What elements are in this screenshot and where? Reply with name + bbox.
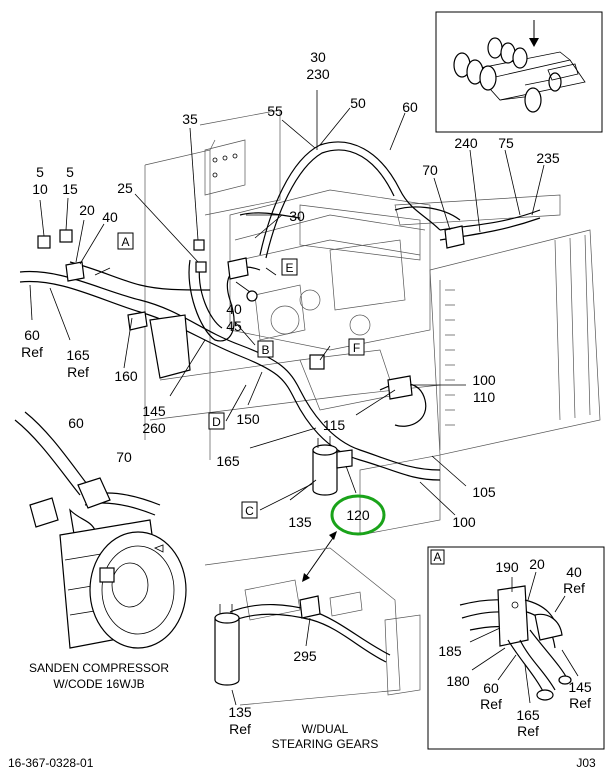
callout-60-ref-suffix: Ref — [21, 344, 43, 360]
callout-40: 40 — [102, 209, 118, 225]
callout-105: 105 — [472, 484, 496, 500]
hose-165 — [19, 280, 441, 481]
inset-frame — [435, 11, 603, 133]
callout-235: 235 — [536, 150, 560, 166]
view-marker-e: E — [285, 261, 293, 275]
receiver-drier-135 — [312, 449, 338, 496]
callout-30-mid: 30 — [289, 208, 305, 224]
view-link-arrow — [302, 531, 337, 582]
dual-steering-caption-line2: STEARING GEARS — [272, 737, 379, 751]
callout-165: 165 — [216, 453, 240, 469]
inset-truck-drawing — [453, 20, 586, 113]
view-marker-c: C — [245, 504, 254, 518]
callout-50: 50 — [350, 95, 366, 111]
inset-truck-view — [435, 11, 603, 133]
hose-60-top — [259, 141, 441, 256]
detail-a-callout-185: 185 — [438, 643, 462, 659]
detail-a-callout-190: 190 — [495, 559, 519, 575]
hose-60 — [19, 270, 441, 471]
callout-70: 70 — [422, 162, 438, 178]
callout-25: 25 — [117, 180, 133, 196]
sheet-code: J03 — [576, 756, 596, 770]
detail-a-tag-letter: A — [433, 550, 441, 564]
detail-a-tag — [430, 549, 445, 565]
engine-assembly — [144, 109, 601, 536]
callout-150: 150 — [236, 411, 260, 427]
fitting-5-15 — [59, 229, 73, 243]
callout-160: 160 — [114, 368, 138, 384]
detail-a-labels: 190 20 40 Ref 185 180 60 Ref 165 Ref 145… — [438, 556, 592, 739]
detail-a-callout-40-ref: Ref — [563, 580, 585, 596]
callout-55: 55 — [267, 103, 283, 119]
view-marker-f: F — [353, 341, 360, 355]
callout-135-ref: 135 — [228, 704, 252, 720]
detail-a-callout-145: 145 — [568, 679, 592, 695]
callout-295: 295 — [293, 648, 317, 664]
clamp-20 — [65, 261, 85, 282]
document-number: 16-367-0328-01 — [8, 756, 94, 770]
callout-110: 110 — [473, 389, 496, 405]
callout-135-ref-suffix: Ref — [229, 721, 251, 737]
hose-lines — [19, 141, 541, 481]
view-marker-a: A — [121, 235, 129, 249]
callout-35: 35 — [182, 111, 198, 127]
receiver-drier-135-ref — [214, 617, 240, 686]
bracket-120 — [336, 449, 353, 469]
callout-labels: 30 230 55 50 60 35 5 10 5 15 20 40 25 30… — [21, 49, 560, 737]
leader-lines — [29, 90, 545, 516]
view-marker-b: B — [261, 343, 269, 357]
callout-15: 15 — [62, 181, 78, 197]
detail-a-drawing — [459, 585, 572, 701]
dual-steering-view — [204, 547, 421, 706]
callout-60-left: 60 — [68, 415, 84, 431]
callout-165-ref-suffix: Ref — [67, 364, 89, 380]
detail-a-callout-20: 20 — [529, 556, 545, 572]
detail-a-view: A — [427, 546, 605, 750]
callout-135: 135 — [288, 514, 312, 530]
detail-a-frame — [427, 546, 605, 750]
highlight-circle-120 — [330, 494, 386, 536]
callout-60-top: 60 — [402, 99, 418, 115]
callout-30: 30 — [310, 49, 326, 65]
sanden-compressor — [14, 411, 187, 649]
callout-70-left: 70 — [116, 449, 132, 465]
callout-120: 120 — [346, 507, 370, 523]
detail-a-callout-60-ref: Ref — [480, 696, 502, 712]
detail-a-callout-60: 60 — [483, 680, 499, 696]
callout-5-b: 5 — [66, 164, 74, 180]
callout-40-b: 40 — [226, 301, 242, 317]
fittings — [37, 225, 465, 496]
detail-a-callout-165: 165 — [516, 707, 540, 723]
callout-75: 75 — [498, 135, 514, 151]
view-markers: A E B F D C — [117, 232, 365, 519]
callout-240: 240 — [454, 135, 478, 151]
captions: SANDEN COMPRESSOR W/CODE 16WJB W/DUAL ST… — [8, 661, 596, 770]
compressor-caption-line2: W/CODE 16WJB — [53, 677, 144, 691]
callout-100: 100 — [472, 372, 496, 388]
detail-a-callout-40: 40 — [566, 564, 582, 580]
callout-100-lower: 100 — [452, 514, 476, 530]
callout-260: 260 — [142, 420, 166, 436]
callout-165-ref: 165 — [66, 347, 90, 363]
callout-230: 230 — [306, 66, 330, 82]
view-marker-d: D — [212, 415, 221, 429]
callout-20: 20 — [79, 202, 95, 218]
callout-60-ref: 60 — [24, 327, 40, 343]
callout-145: 145 — [142, 403, 166, 419]
compressor-caption-line1: SANDEN COMPRESSOR — [29, 661, 169, 675]
clamp-190 — [497, 585, 529, 647]
dual-steering-caption-line1: W/DUAL — [302, 722, 349, 736]
detail-a-callout-145-ref: Ref — [569, 695, 591, 711]
callout-115: 115 — [323, 417, 346, 433]
callout-45: 45 — [226, 318, 242, 334]
fitting-5-10 — [37, 235, 51, 249]
callout-5-a: 5 — [36, 164, 44, 180]
detail-a-callout-180: 180 — [446, 673, 470, 689]
callout-10: 10 — [32, 181, 48, 197]
detail-a-callout-165-ref: Ref — [517, 723, 539, 739]
